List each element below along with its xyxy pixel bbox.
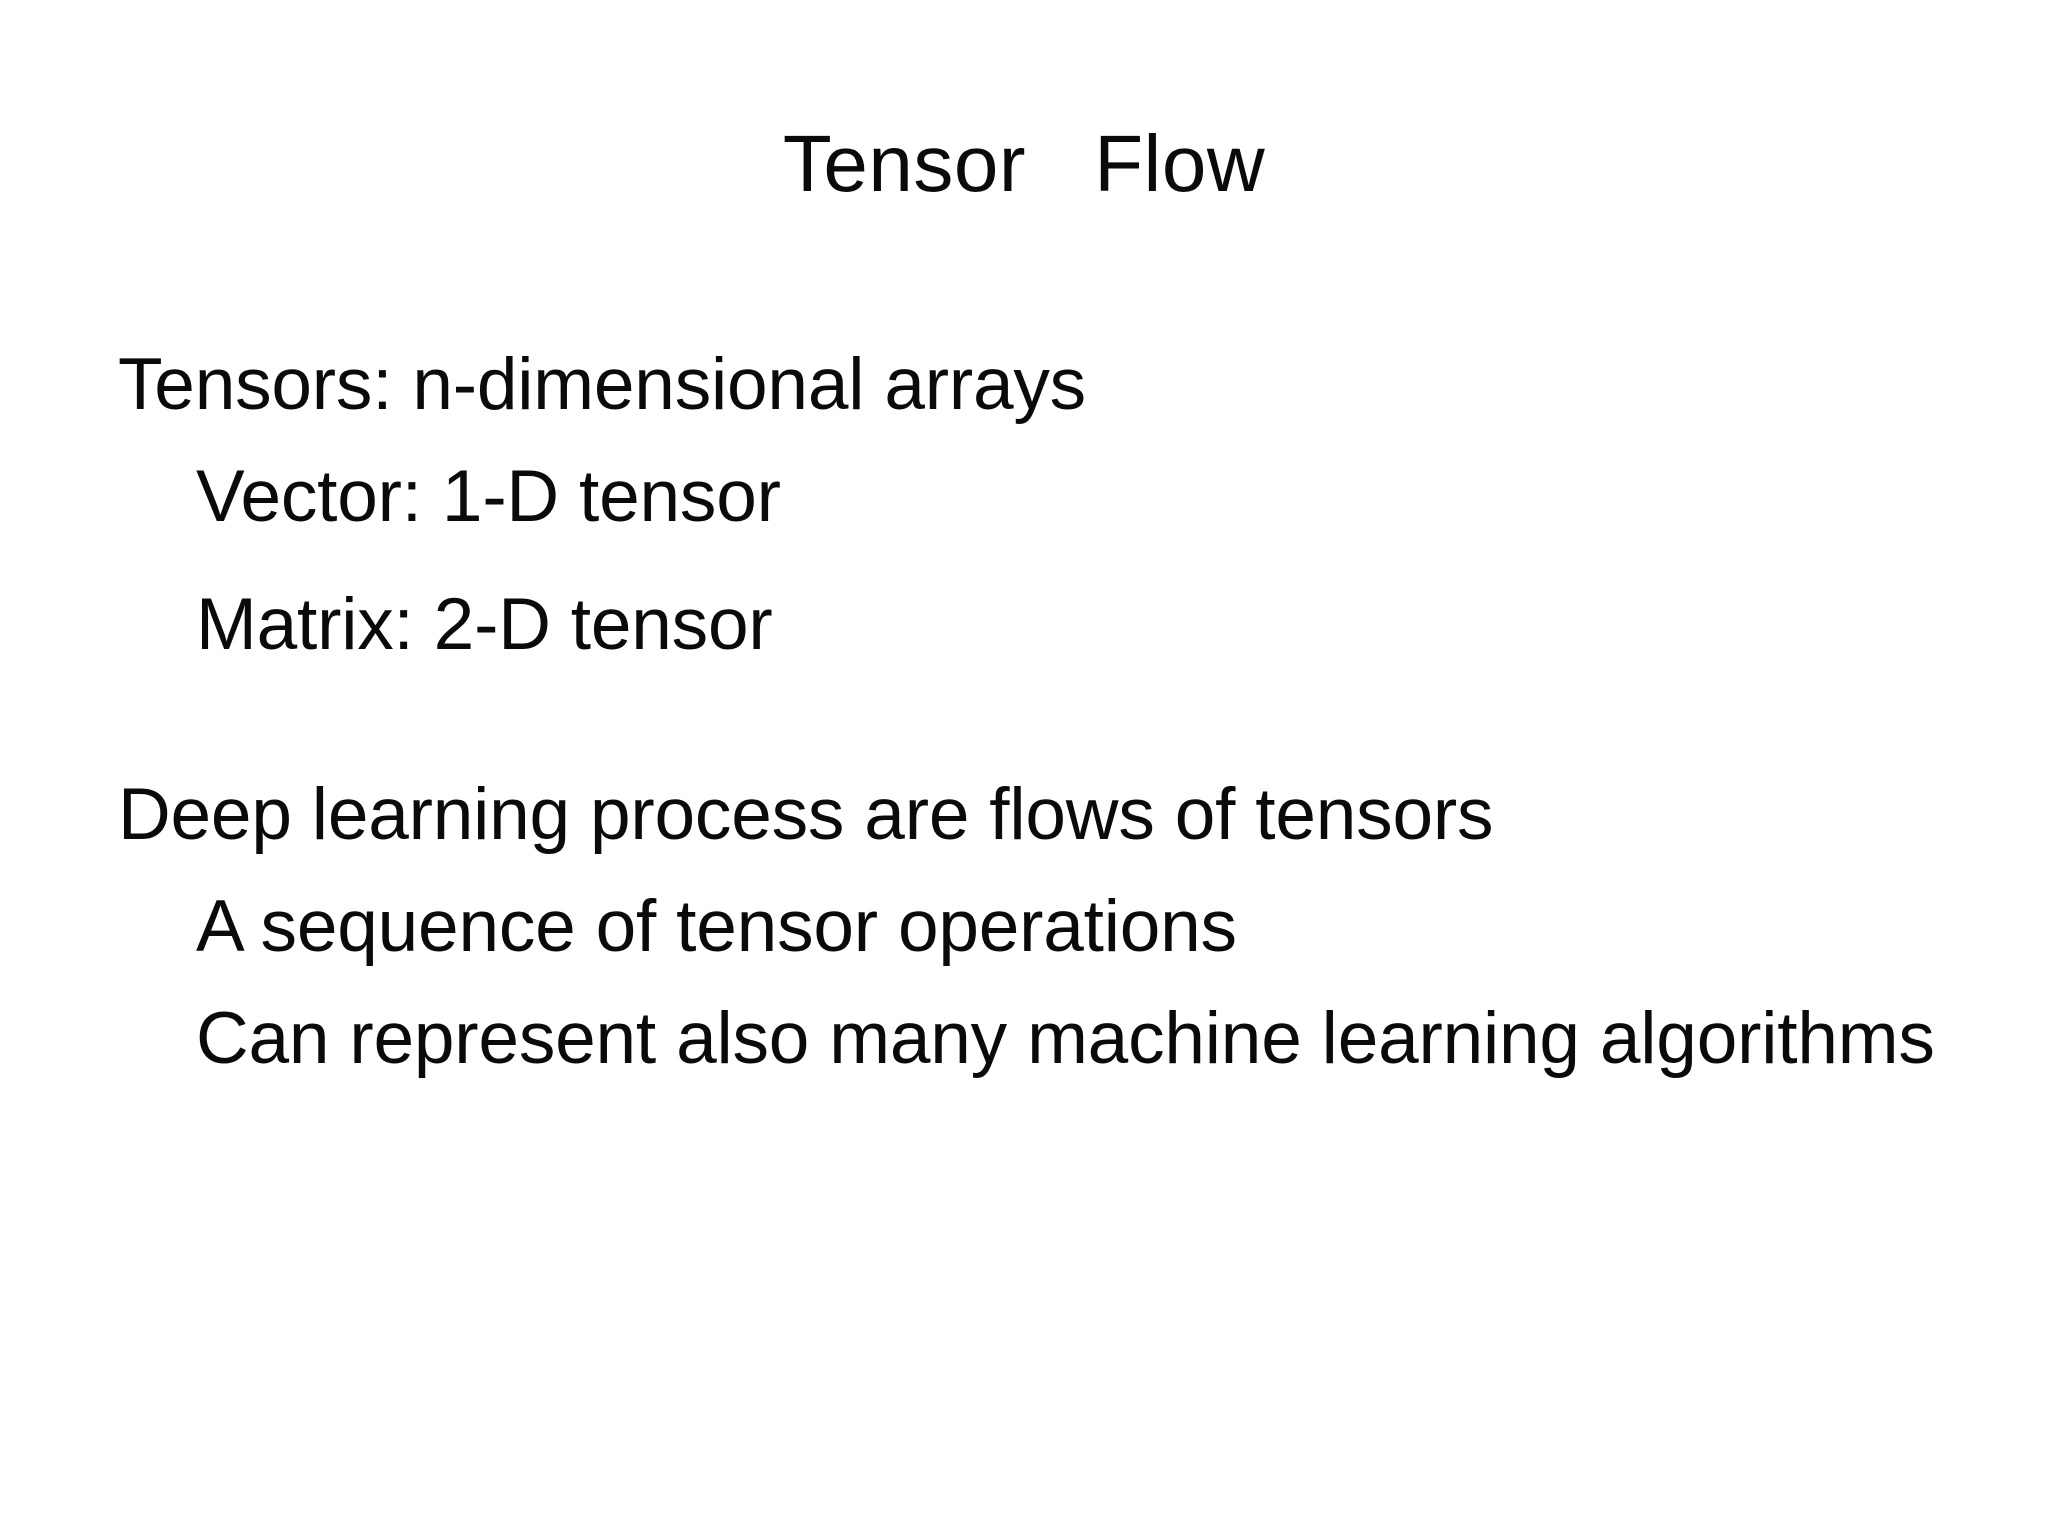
bullet-matrix-2d: Matrix: 2-D tensor <box>196 584 773 665</box>
bullet-deep-learning-flows: Deep learning process are flows of tenso… <box>118 774 1494 855</box>
bullet-machine-learning-algorithms: Can represent also many machine learning… <box>196 998 1935 1079</box>
paragraph-spacer <box>118 700 128 776</box>
bullet-sequence-of-operations: A sequence of tensor operations <box>196 886 1237 967</box>
bullet-vector-1d: Vector: 1-D tensor <box>196 456 781 537</box>
slide-title: Tensor Flow <box>782 119 1266 208</box>
bullet-tensors-definition: Tensors: n-dimensional arrays <box>118 344 1086 425</box>
